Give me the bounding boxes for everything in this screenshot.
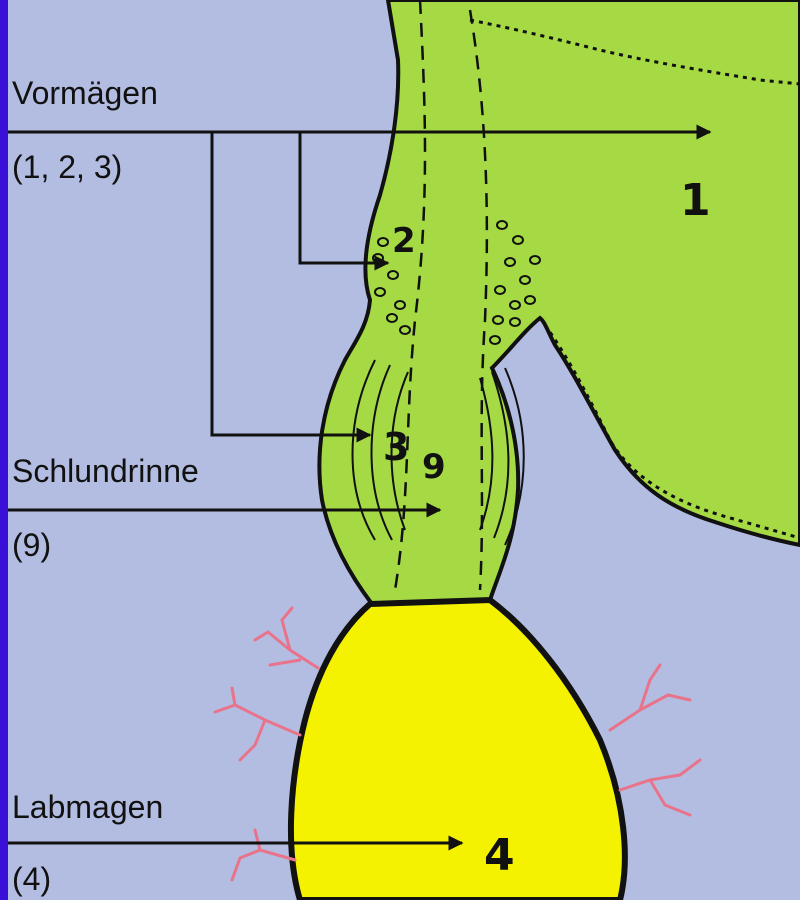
label-forestomachs: Vormägen bbox=[12, 75, 158, 111]
forestomach-body bbox=[319, 0, 800, 604]
part-number-rumen: 1 bbox=[680, 175, 711, 226]
part-number-abomasum: 4 bbox=[484, 830, 515, 881]
label-groove: Schlundrinne bbox=[12, 453, 199, 489]
label-groove-numbers: (9) bbox=[12, 527, 51, 563]
label-forestomachs-numbers: (1, 2, 3) bbox=[12, 149, 122, 185]
frame-strip bbox=[0, 0, 8, 900]
label-abomasum-numbers: (4) bbox=[12, 861, 51, 897]
part-number-reticulum: 2 bbox=[392, 221, 416, 261]
label-abomasum: Labmagen bbox=[12, 789, 163, 825]
abomasum-body bbox=[291, 600, 625, 900]
part-number-omasum: 3 bbox=[383, 425, 409, 469]
part-number-groove: 9 bbox=[422, 447, 446, 487]
